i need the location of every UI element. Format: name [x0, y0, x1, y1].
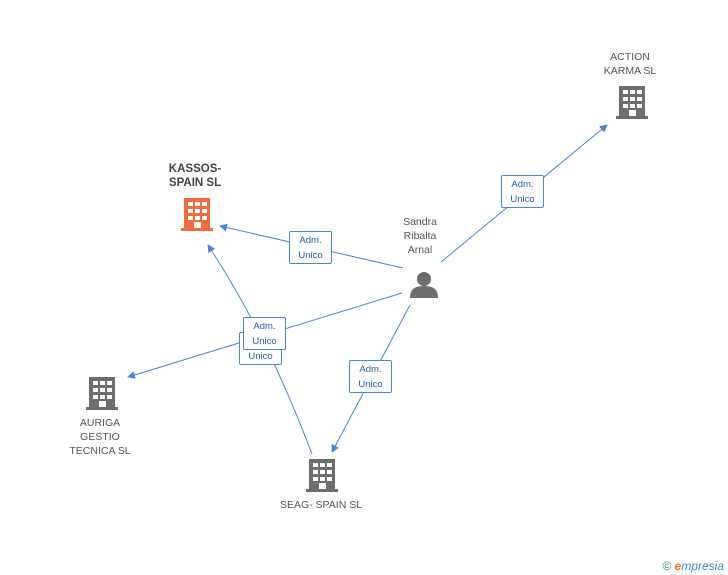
brand-rest: mpresia — [681, 559, 724, 573]
node-label-seag[interactable]: SEAG- SPAIN SL — [279, 499, 363, 511]
node-label-person[interactable]: Sandra Ribalta Arnal — [403, 216, 437, 256]
edge-label-to-seag: Adm. Unico — [349, 360, 392, 393]
person-icon — [410, 272, 438, 298]
building-icon-auriga — [86, 377, 118, 410]
edge-label-to-auriga: Adm. Unico — [243, 317, 286, 350]
node-label-kassos[interactable]: KASSOS- SPAIN SL — [168, 163, 222, 189]
edge-label-to-action: Adm. Unico — [501, 175, 544, 208]
building-icon-seag — [306, 459, 338, 492]
brand-e: e — [674, 559, 682, 573]
copyright-symbol: © — [662, 559, 672, 573]
building-icon-action — [616, 86, 648, 119]
node-label-action[interactable]: ACTION KARMA SL — [603, 51, 657, 77]
node-label-auriga[interactable]: AURIGA GESTIO TECNICA SL — [69, 417, 131, 457]
building-icon-kassos — [181, 198, 213, 231]
edge-label-to-kassos: Adm. Unico — [289, 231, 332, 264]
empresia-watermark: © empresia — [662, 559, 724, 573]
